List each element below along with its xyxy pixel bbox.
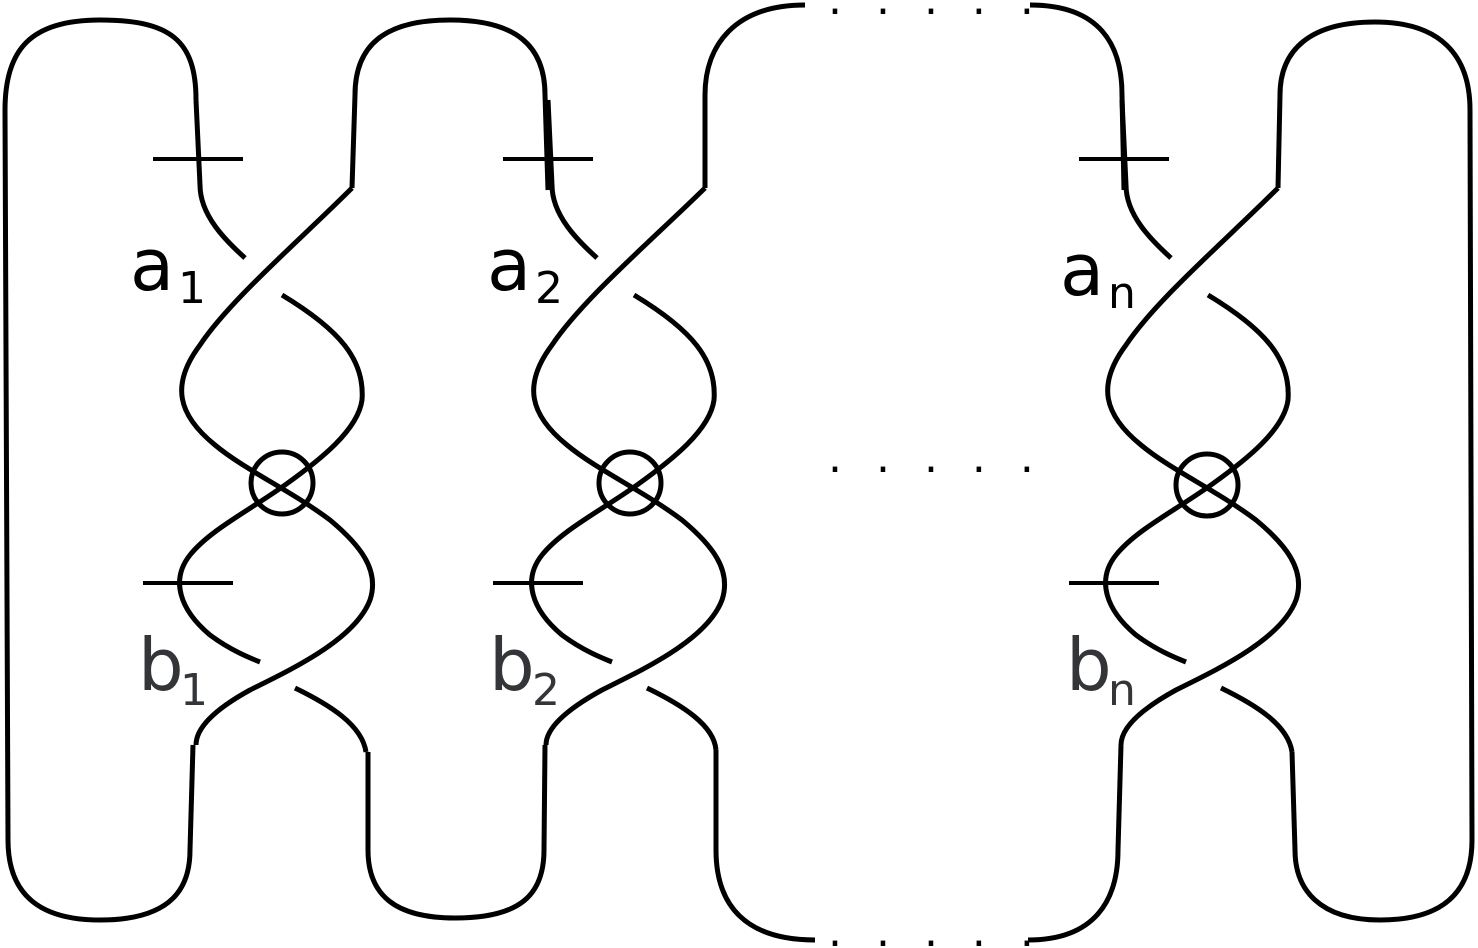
twist-block-2: a 2 b 2: [487, 99, 728, 751]
block-strands: [177, 99, 376, 753]
label-b-subscript: 2: [532, 665, 560, 716]
virtual-crossing-circle: [596, 449, 664, 517]
label-a: a: [487, 223, 531, 307]
label-b: b: [489, 623, 535, 707]
block-strands: [529, 99, 728, 751]
outer-left-strand: [2, 17, 199, 923]
top-arc-2-open: [702, 2, 806, 188]
virtual-crossing-circle: [248, 449, 316, 517]
bottom-arc-open-n: [1027, 744, 1124, 943]
label-b-subscript: n: [1108, 665, 1136, 716]
outer-right-strand: [1275, 19, 1475, 923]
ellipsis-top: . . . . .: [828, 0, 1044, 25]
label-a: a: [1060, 228, 1104, 312]
bottom-arc-2-open: [713, 750, 816, 943]
label-a: a: [130, 223, 174, 307]
label-a-subscript: n: [1108, 268, 1136, 319]
label-a-subscript: 2: [535, 263, 563, 314]
block-strands: [1103, 99, 1302, 753]
ellipsis-middle: . . . . .: [828, 432, 1044, 483]
virtual-crossing-circle: [1173, 451, 1241, 519]
label-b: b: [1066, 623, 1112, 707]
bottom-arc-1-2: [365, 744, 548, 921]
ellipsis-bottom: . . . . .: [828, 906, 1044, 948]
top-arc-open-n: [1029, 2, 1127, 191]
twist-block-1: a 1 b 1: [130, 99, 376, 753]
label-b: b: [138, 623, 184, 707]
label-b-subscript: 1: [180, 665, 208, 716]
label-a-subscript: 1: [178, 263, 206, 314]
twist-block-n: a n b n: [1060, 99, 1302, 753]
top-arc-1-2: [349, 17, 551, 191]
